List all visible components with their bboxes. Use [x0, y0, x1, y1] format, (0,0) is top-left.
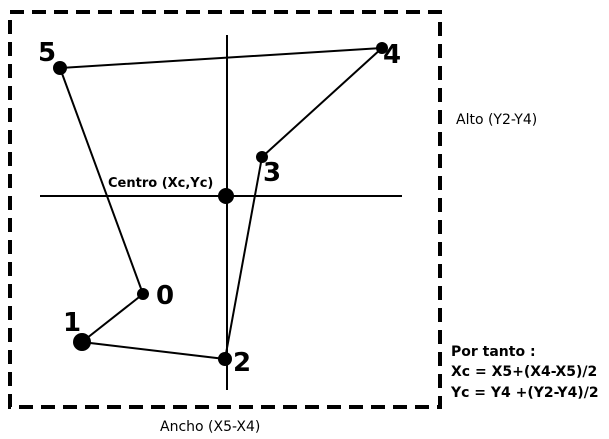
vertex-label-1: 1: [63, 308, 81, 338]
vertex-5: [53, 61, 67, 75]
vertex-0: [137, 288, 149, 300]
vertex-2: [218, 352, 232, 366]
width-label: Ancho (X5-X4): [160, 419, 260, 435]
vertex-3: [256, 151, 268, 163]
vertex-label-2: 2: [233, 348, 251, 378]
bounding-box: [8, 10, 442, 409]
vertex-label-5: 5: [38, 38, 56, 68]
vertex-1: [73, 333, 91, 351]
center-point: [218, 188, 234, 204]
formula-intro: Por tanto :: [451, 344, 536, 360]
polygon-outline: [58, 46, 385, 361]
center-label: Centro (Xc,Yc): [108, 176, 213, 191]
vertex-4: [376, 42, 388, 54]
vertex-label-3: 3: [263, 158, 281, 188]
height-label: Alto (Y2-Y4): [456, 112, 537, 128]
vertex-label-0: 0: [156, 281, 174, 311]
vertex-label-4: 4: [383, 40, 401, 70]
formula-yc: Yc = Y4 +(Y2-Y4)/2: [450, 385, 599, 401]
formula-xc: Xc = X5+(X4-X5)/2: [451, 364, 597, 380]
